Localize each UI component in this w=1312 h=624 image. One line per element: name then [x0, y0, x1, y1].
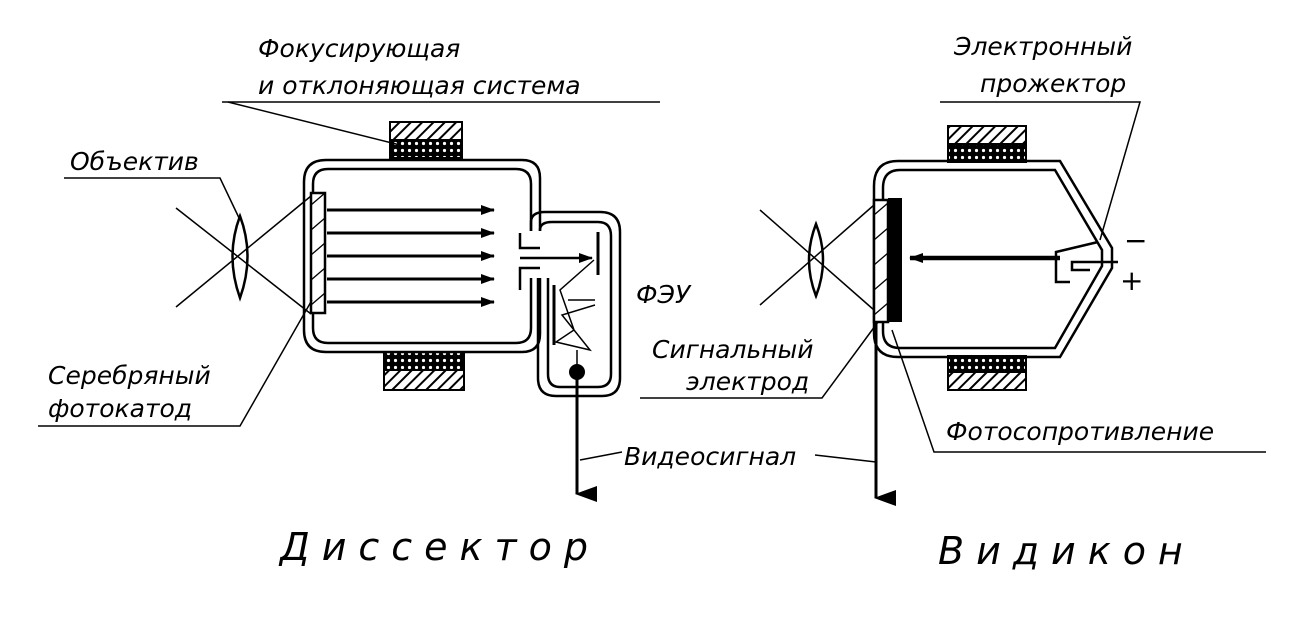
- vidicon-lens: [759, 204, 875, 311]
- vidicon-tube: [872, 159, 1114, 359]
- dissector: Фокусирующая и отклоняющая система Объек…: [38, 34, 692, 569]
- photocathode-label-2: фотокатод: [48, 394, 192, 423]
- vidicon: − + Электронный прожектор Сигнальный эле…: [640, 32, 1266, 573]
- vidicon-coil-top: [947, 125, 1027, 163]
- electron-gun-label-1: Электронный: [953, 32, 1132, 61]
- video-signal-callout: Видеосигнал: [579, 442, 877, 471]
- electron-gun: − +: [1054, 224, 1147, 297]
- focusing-coil-bottom: [383, 351, 465, 391]
- pmt-dynodes: [552, 232, 600, 380]
- aperture: [518, 233, 540, 290]
- photocathode-label-1: Серебряный: [48, 361, 211, 390]
- objective-lens: [175, 195, 312, 315]
- signal-electrode-label-1: Сигнальный: [652, 335, 814, 364]
- plus-sign: +: [1120, 264, 1143, 297]
- focusing-coil-top: [389, 121, 463, 159]
- vidicon-leader-lines: [640, 101, 1266, 453]
- vidicon-title: Видикон: [938, 529, 1195, 573]
- minus-sign: −: [1124, 224, 1147, 257]
- electron-gun-label-2: прожектор: [980, 69, 1126, 98]
- vidicon-coil-bottom: [947, 355, 1027, 391]
- dissector-title: Диссектор: [278, 525, 600, 569]
- leader-lines: [38, 101, 660, 427]
- photoresistive-layer: [888, 198, 902, 322]
- electron-beams: [327, 205, 593, 307]
- pmt-label: ФЭУ: [636, 280, 692, 309]
- pmt-housing: [529, 210, 622, 398]
- video-signal-label: Видеосигнал: [624, 442, 796, 471]
- objective-label: Объектив: [70, 147, 199, 176]
- focusing-system-label-1: Фокусирующая: [258, 34, 460, 63]
- focusing-system-label-2: и отклоняющая система: [258, 71, 581, 100]
- signal-electrode: [872, 198, 890, 324]
- silver-photocathode: [309, 191, 327, 315]
- signal-electrode-label-2: электрод: [686, 367, 809, 396]
- photoresistance-label: Фотосопротивление: [946, 417, 1214, 446]
